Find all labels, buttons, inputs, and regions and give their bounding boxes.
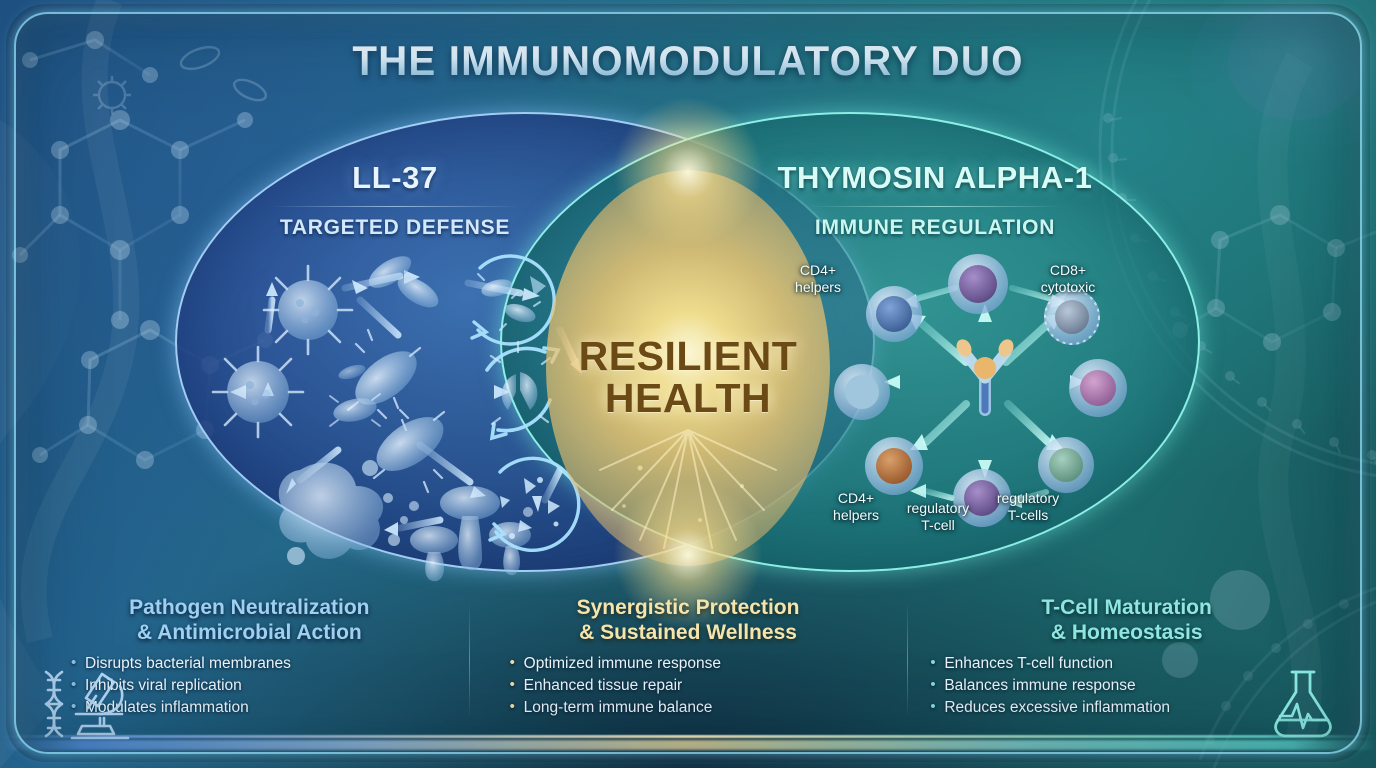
venn-heading-left: LL-37 TARGETED DEFENSE: [205, 160, 585, 240]
dna-helix-icon: [44, 670, 64, 738]
tcell-label-cd4-helpers-bottom: CD4+ helpers: [833, 490, 879, 524]
footer-title-middle: Synergistic Protection & Sustained Welln…: [483, 596, 894, 646]
tcell-label-regulatory-t-cells: regulatory T-cells: [996, 490, 1060, 524]
footer-column-ll37: Pathogen Neutralization & Antimicrobial …: [30, 596, 469, 726]
list-item: Reduces excessive inflammation: [929, 696, 1332, 719]
footer-bullets-left: Disrupts bacterial membranes Inhibits vi…: [44, 652, 455, 720]
center-label-line1: RESILIENT: [578, 333, 798, 379]
footer-column-thymosin: T-Cell Maturation & Homeostasis Enhances…: [907, 596, 1346, 726]
list-item: Enhances T-cell function: [929, 652, 1332, 675]
heading-divider-right: [810, 205, 1060, 207]
list-item: Optimized immune response: [509, 652, 894, 675]
list-item: Inhibits viral replication: [70, 674, 455, 697]
footer-title-middle-line2: & Sustained Wellness: [579, 620, 797, 644]
footer-title-right: T-Cell Maturation & Homeostasis: [921, 596, 1332, 646]
bottom-right-icon-group: [1274, 670, 1332, 738]
tcell-label-cd4-helpers-top: CD4+ helpers: [795, 262, 841, 296]
flask-heartbeat-icon: [1274, 670, 1332, 738]
footer-title-left: Pathogen Neutralization & Antimicrobial …: [44, 596, 455, 646]
list-item: Long-term immune balance: [509, 696, 894, 719]
list-item: Enhanced tissue repair: [509, 674, 894, 697]
footer-title-right-line2: & Homeostasis: [1050, 620, 1203, 644]
footer-title-right-line1: T-Cell Maturation: [1041, 596, 1212, 619]
tcell-label-regulatory-t-cell: regulatory T-cell: [906, 500, 970, 534]
footer-columns: Pathogen Neutralization & Antimicrobial …: [30, 596, 1346, 726]
heading-divider-left: [270, 205, 520, 207]
bottom-light-bar: [0, 740, 1376, 750]
list-item: Modulates inflammation: [70, 696, 455, 719]
footer-column-synergy: Synergistic Protection & Sustained Welln…: [468, 596, 908, 726]
list-item: Balances immune response: [929, 674, 1332, 697]
page-title: THE IMMUNOMODULATORY DUO: [28, 40, 1349, 82]
thymosin-title: THYMOSIN ALPHA-1: [777, 160, 1093, 195]
footer-bullets-middle: Optimized immune response Enhanced tissu…: [483, 652, 894, 720]
footer-title-middle-line1: Synergistic Protection: [576, 596, 800, 619]
resilient-health-label: RESILIENT HEALTH: [546, 333, 830, 421]
venn-heading-right: THYMOSIN ALPHA-1 IMMUNE REGULATION: [745, 160, 1125, 240]
footer-title-left-line1: Pathogen Neutralization: [129, 596, 370, 619]
thymosin-subtitle: IMMUNE REGULATION: [814, 215, 1056, 239]
center-label-line2: HEALTH: [604, 374, 772, 421]
ll37-title: LL-37: [352, 160, 438, 195]
footer-title-left-line2: & Antimicrobial Action: [136, 620, 362, 644]
bottom-left-icon-group: [44, 670, 130, 740]
footer-bullets-right: Enhances T-cell function Balances immune…: [921, 652, 1332, 720]
ll37-subtitle: TARGETED DEFENSE: [279, 215, 511, 239]
tcell-label-cd8-cytotoxic-top: CD8+ cytotoxic: [1040, 262, 1096, 296]
list-item: Disrupts bacterial membranes: [70, 652, 455, 675]
microscope-icon: [70, 672, 130, 740]
bottom-light-bar-thin: [0, 735, 1376, 738]
